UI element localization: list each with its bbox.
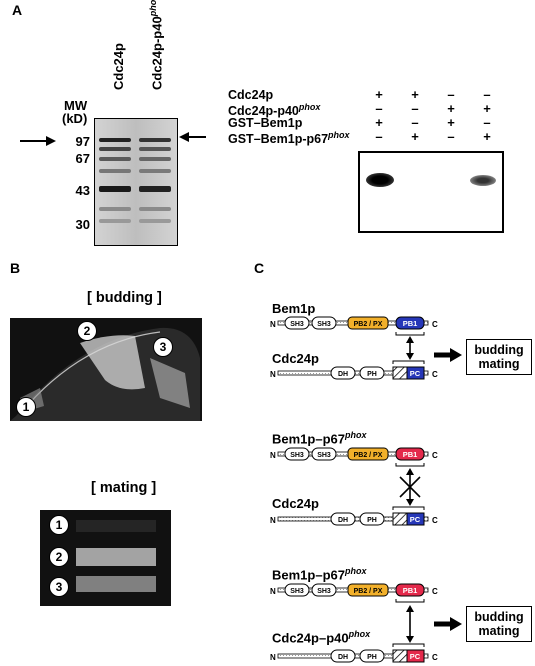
label-cdc24p-2: Cdc24p — [272, 496, 319, 511]
svg-text:PB1: PB1 — [403, 319, 418, 328]
svg-text:DH: DH — [338, 517, 348, 524]
row-label-gst-bem1p-p67: GST–Bem1p-p67phox — [228, 130, 350, 147]
section1-interaction-arrow-icon — [406, 336, 462, 362]
row-label-gst-bem1p: GST–Bem1p — [228, 116, 303, 130]
label-cdc24p-p40-3: Cdc24p–p40phox — [272, 629, 371, 646]
mating-plate-image — [76, 520, 156, 592]
panel-c-letter: C — [254, 260, 265, 276]
budding-plate-photo: 2 3 1 — [10, 318, 202, 421]
section2-bem1p-p67-construct: N SH3 SH3 PB2 / PX PB1 C — [270, 447, 438, 467]
svg-text:PH: PH — [367, 371, 377, 378]
sign-r4-c1: – — [375, 129, 383, 144]
svg-text:PB2 / PX: PB2 / PX — [354, 452, 383, 459]
svg-text:SH3: SH3 — [317, 321, 331, 328]
sign-r2-c4: + — [483, 101, 491, 116]
panel-a-letter: A — [12, 2, 23, 18]
mating-plate-photo: 1 2 3 — [40, 510, 171, 606]
svg-text:SH3: SH3 — [290, 321, 304, 328]
mw-unit-label: (kD) — [62, 111, 88, 126]
svg-text:N: N — [270, 370, 276, 379]
section3-interaction-arrow-icon — [406, 605, 462, 643]
sign-r1-c3: – — [447, 87, 455, 102]
western-blot — [358, 151, 504, 233]
sign-r1-c1: + — [375, 87, 383, 102]
outcome-1-budding: budding — [474, 343, 524, 357]
svg-text:PB1: PB1 — [403, 450, 418, 459]
svg-text:DH: DH — [338, 371, 348, 378]
svg-text:C: C — [432, 370, 438, 379]
section2-cdc24p-construct: N DH PH PC C — [270, 506, 438, 526]
sign-r3-c3: + — [447, 115, 455, 130]
sign-r4-c2: + — [411, 129, 419, 144]
row-label-cdc24p: Cdc24p — [228, 88, 274, 102]
label-cdc24p-1: Cdc24p — [272, 351, 319, 366]
svg-text:N: N — [270, 320, 276, 329]
section3-bem1p-p67-construct: N SH3 SH3 PB2 / PX PB1 C — [270, 583, 438, 603]
svg-text:PC: PC — [410, 515, 421, 524]
outcome-3-budding: budding — [474, 610, 524, 624]
strain-marker-3-mating: 3 — [49, 577, 69, 597]
strain-marker-1-mating: 1 — [49, 515, 69, 535]
sign-r3-c1: + — [375, 115, 383, 130]
svg-text:C: C — [432, 516, 438, 525]
panel-b-letter: B — [10, 260, 21, 276]
row-label-cdc24p-p40: Cdc24p-p40phox — [228, 102, 321, 119]
svg-text:SH3: SH3 — [317, 588, 331, 595]
svg-text:SH3: SH3 — [317, 452, 331, 459]
svg-text:N: N — [270, 516, 276, 525]
sign-r4-c4: + — [483, 129, 491, 144]
sign-r3-c2: – — [411, 115, 419, 130]
marker-67: 67 — [75, 151, 90, 166]
outcome-box-1: budding mating — [466, 339, 532, 375]
sign-r1-c4: – — [483, 87, 491, 102]
svg-text:PH: PH — [367, 517, 377, 524]
label-bem1p-p67-3: Bem1p–p67phox — [272, 566, 367, 583]
section1-cdc24p-construct: N DH PH PC C — [270, 360, 438, 380]
sign-r2-c3: + — [447, 101, 455, 116]
strain-marker-2-mating: 2 — [49, 547, 69, 567]
svg-text:PH: PH — [367, 654, 377, 661]
svg-text:DH: DH — [338, 654, 348, 661]
sds-page-gel — [94, 118, 178, 246]
svg-text:PB1: PB1 — [403, 586, 418, 595]
svg-text:N: N — [270, 653, 276, 662]
outcome-box-3: budding mating — [466, 606, 532, 642]
left-arrow-icon — [20, 136, 56, 146]
svg-text:PB2 / PX: PB2 / PX — [354, 321, 383, 328]
mw-label: MW — [64, 98, 88, 113]
outcome-3-mating: mating — [478, 624, 520, 638]
svg-text:SH3: SH3 — [290, 588, 304, 595]
marker-30: 30 — [75, 217, 90, 232]
mating-title: [ mating ] — [91, 480, 157, 496]
svg-text:SH3: SH3 — [290, 452, 304, 459]
right-arrow-icon — [179, 132, 206, 142]
svg-text:C: C — [432, 320, 438, 329]
label-bem1p: Bem1p — [272, 301, 316, 316]
svg-text:C: C — [432, 451, 438, 460]
svg-text:PC: PC — [410, 652, 421, 661]
sign-r2-c2: – — [411, 101, 419, 116]
section2-blocked-interaction-icon — [399, 468, 421, 506]
section3-cdc24p-p40-construct: N DH PH PC C — [270, 643, 438, 663]
sign-r2-c1: – — [375, 101, 383, 116]
sign-r3-c4: – — [483, 115, 491, 130]
label-bem1p-p67-2: Bem1p–p67phox — [272, 430, 367, 447]
section1-bem1p-construct: N SH3 SH3 PB2 / PX PB1 C — [270, 316, 438, 336]
sign-r1-c2: + — [411, 87, 419, 102]
budding-title: [ budding ] — [87, 290, 162, 306]
svg-text:PB2 / PX: PB2 / PX — [354, 588, 383, 595]
marker-43: 43 — [75, 183, 90, 198]
svg-text:C: C — [432, 653, 438, 662]
strain-marker-3-budding: 3 — [153, 337, 173, 357]
svg-text:PC: PC — [410, 369, 421, 378]
svg-text:C: C — [432, 587, 438, 596]
strain-marker-1-budding: 1 — [16, 397, 36, 417]
svg-text:N: N — [270, 587, 276, 596]
sign-r4-c3: – — [447, 129, 455, 144]
outcome-1-mating: mating — [478, 357, 520, 371]
strain-marker-2-budding: 2 — [77, 321, 97, 341]
marker-97: 97 — [75, 134, 90, 149]
svg-text:N: N — [270, 451, 276, 460]
